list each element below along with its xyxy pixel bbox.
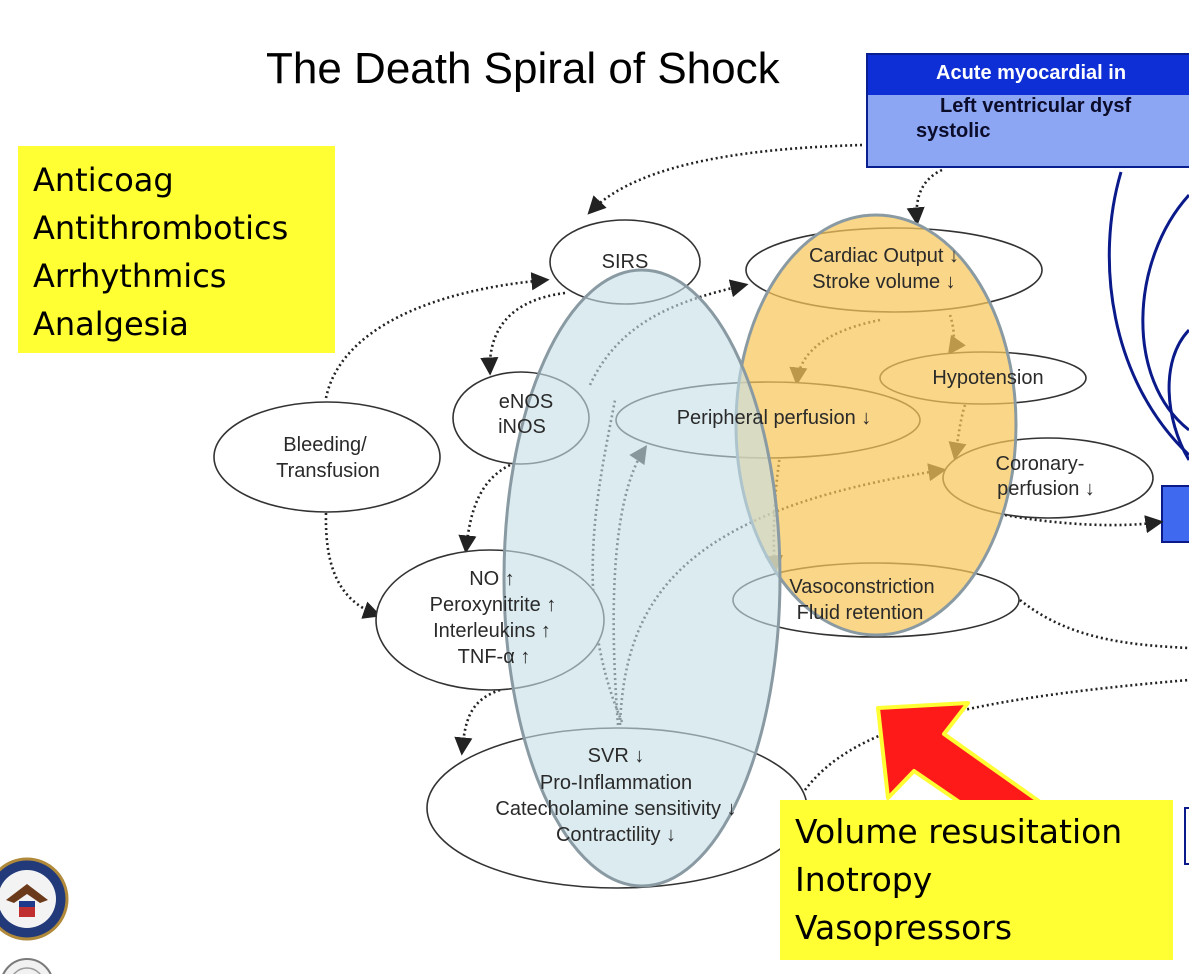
- label-peripheral-perfusion: Peripheral perfusion ↓: [677, 407, 872, 429]
- label-inos: iNOS: [498, 416, 546, 438]
- slide-title: The Death Spiral of Shock: [266, 44, 780, 93]
- label-contractility: Contractility ↓: [556, 824, 676, 846]
- label-enos: eNOS: [499, 391, 553, 413]
- label-svr: SVR ↓: [588, 745, 645, 767]
- university-seal-icon: [2, 958, 52, 974]
- node-bleeding: [213, 401, 441, 513]
- label-coronary: Coronary-: [996, 453, 1085, 475]
- acute-mi-box: Acute myocardial in Left ventricular dys…: [866, 53, 1189, 168]
- left-box-line-1: Anticoag: [33, 161, 174, 199]
- label-catecholamine: Catecholamine sensitivity ↓: [495, 798, 736, 820]
- label-bleeding: Bleeding/: [283, 434, 367, 456]
- label-perfusion: perfusion ↓: [997, 478, 1095, 500]
- navy-curves: [1107, 171, 1189, 461]
- label-vasoconstriction: Vasoconstriction: [789, 576, 934, 598]
- label-sirs: SIRS: [602, 251, 649, 273]
- va-seal-icon: [0, 857, 69, 941]
- acute-mi-header: Acute myocardial in: [868, 55, 1189, 95]
- left-box-line-4: Analgesia: [33, 305, 189, 343]
- label-tnf: TNF-α ↑: [458, 646, 531, 668]
- label-transfusion: Transfusion: [276, 460, 380, 482]
- right-box-line-3: Vasopressors: [795, 908, 1013, 947]
- lightblue-overlay-ellipse: [502, 268, 782, 888]
- right-treatment-box: Volume resusitation Inotropy Vasopressor…: [780, 800, 1173, 960]
- label-pro-inflammation: Pro-Inflammation: [540, 772, 692, 794]
- label-hypotension: Hypotension: [932, 367, 1043, 389]
- label-interleukins: Interleukins ↑: [433, 620, 551, 642]
- right-box-line-1: Volume resusitation: [795, 812, 1123, 851]
- lv-dysfunction-label: Left ventricular dysf: [940, 95, 1132, 117]
- label-peroxynitrite: Peroxynitrite ↑: [430, 594, 557, 616]
- right-box-line-2: Inotropy: [795, 860, 933, 899]
- label-fluid-retention: Fluid retention: [797, 602, 924, 624]
- right-edge-box-2: [1184, 807, 1189, 865]
- label-stroke-volume: Stroke volume ↓: [812, 271, 955, 293]
- left-treatment-box: Anticoag Antithrombotics Arrhythmics Ana…: [18, 146, 335, 353]
- left-box-line-2: Antithrombotics: [33, 209, 289, 247]
- label-no: NO ↑: [469, 568, 515, 590]
- label-cardiac-output: Cardiac Output ↓: [809, 245, 959, 267]
- right-edge-box: [1161, 485, 1189, 543]
- left-box-line-3: Arrhythmics: [33, 257, 227, 295]
- systolic-label: systolic: [916, 120, 991, 142]
